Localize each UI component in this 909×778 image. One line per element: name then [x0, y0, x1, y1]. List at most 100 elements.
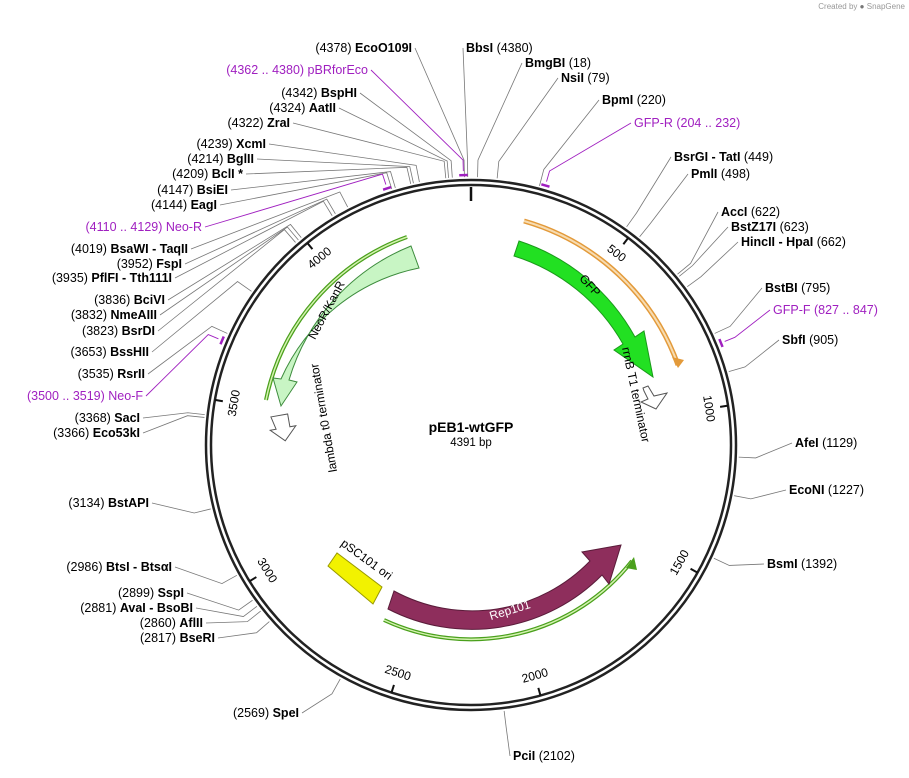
restriction-site-label[interactable]: EcoNI (1227): [789, 483, 864, 497]
site-name: AfeI: [795, 436, 822, 450]
restriction-site-label[interactable]: BsrGI - TatI (449): [674, 150, 773, 164]
site-name: NsiI: [561, 71, 587, 85]
restriction-site-label[interactable]: (3832) NmeAIII: [71, 308, 157, 322]
site-leader-line: [157, 229, 296, 332]
restriction-site-label[interactable]: BpmI (220): [602, 93, 666, 107]
psc101-ori-box: [327, 552, 383, 605]
restriction-site-label[interactable]: BsmI (1392): [767, 557, 837, 571]
ruler-tick: [214, 398, 224, 403]
restriction-site-label[interactable]: (4239) XcmI: [197, 137, 267, 151]
restriction-site-label[interactable]: (3368) SacI: [75, 411, 140, 425]
site-position: (3832): [71, 308, 111, 322]
site-position: (4144): [151, 198, 191, 212]
restriction-site-label[interactable]: (2860) AflII: [140, 616, 203, 630]
restriction-site-label[interactable]: (3366) Eco53kI: [53, 426, 140, 440]
site-leader-line: [724, 309, 771, 342]
restriction-site-label[interactable]: (2899) SspI: [118, 586, 184, 600]
site-leader-line: [414, 47, 465, 178]
site-position: (498): [721, 167, 750, 181]
site-position: (662): [817, 235, 846, 249]
site-name: BstBI: [765, 281, 801, 295]
site-name: BsmI: [767, 557, 801, 571]
restriction-site-label[interactable]: BmgBI (18): [525, 56, 591, 70]
site-position: (3836): [94, 293, 134, 307]
site-name: ZraI: [267, 116, 290, 130]
site-position: (1129): [822, 436, 857, 450]
restriction-site-label[interactable]: SbfI (905): [782, 333, 838, 347]
restriction-site-label[interactable]: (4342) BspHI: [281, 86, 357, 100]
site-position: (3653): [70, 345, 110, 359]
site-name: BspHI: [321, 86, 357, 100]
restriction-site-label[interactable]: (2881) AvaI - BsoBI: [80, 601, 193, 615]
site-position: (3368): [75, 411, 115, 425]
site-leader-line: [546, 122, 632, 182]
restriction-site-label[interactable]: PciI (2102): [513, 749, 575, 763]
restriction-site-label[interactable]: (2986) BtsI - BtsαI: [66, 560, 172, 574]
restriction-site-label[interactable]: (2569) SpeI: [233, 706, 299, 720]
site-position: (1227): [828, 483, 864, 497]
site-position: (3134): [68, 496, 108, 510]
restriction-site-label[interactable]: (4214) BglII: [187, 152, 254, 166]
primer-label[interactable]: GFP-F (827 .. 847): [773, 303, 878, 317]
restriction-site-label[interactable]: AccI (622): [721, 205, 780, 219]
restriction-site-label[interactable]: (4144) EagI: [151, 198, 217, 212]
site-name: PflFI - Tth111I: [91, 271, 172, 285]
restriction-site-label[interactable]: (3935) PflFI - Tth111I: [52, 271, 172, 285]
site-position: (4362 .. 4380): [226, 63, 307, 77]
restriction-site-label[interactable]: (3535) RsrII: [78, 367, 145, 381]
site-name: NmeAIII: [110, 308, 157, 322]
restriction-site-label[interactable]: BbsI (4380): [466, 41, 533, 55]
site-name: Eco53kI: [93, 426, 140, 440]
lambda-terminator-label: lambda t0 terminator: [307, 362, 340, 473]
site-position: (795): [801, 281, 830, 295]
restriction-site-label[interactable]: NsiI (79): [561, 71, 610, 85]
restriction-site-label[interactable]: (2817) BseRI: [140, 631, 215, 645]
site-name: SspI: [158, 586, 184, 600]
restriction-site-label[interactable]: (4322) ZraI: [227, 116, 290, 130]
restriction-site-label[interactable]: (3653) BssHII: [70, 345, 149, 359]
restriction-site-label[interactable]: (4209) BclI *: [172, 167, 243, 181]
site-name: SbfI: [782, 333, 809, 347]
ruler-tick: [306, 242, 314, 250]
site-leader-line: [292, 122, 447, 179]
ruler-tick: [622, 237, 629, 245]
restriction-site-label[interactable]: (3836) BciVI: [94, 293, 165, 307]
primer-label[interactable]: (4362 .. 4380) pBRforEco: [226, 63, 368, 77]
restriction-site-label[interactable]: BstBI (795): [765, 281, 830, 295]
ruler-tick: [390, 684, 395, 693]
site-position: (4322): [227, 116, 267, 130]
ruler-tick: [537, 687, 542, 696]
primer-label[interactable]: (3500 .. 3519) Neo-F: [27, 389, 143, 403]
site-leader-line: [186, 592, 253, 611]
site-leader-line: [147, 325, 228, 375]
site-leader-line: [713, 557, 765, 566]
restriction-site-label[interactable]: (3952) FspI: [117, 257, 182, 271]
restriction-site-label[interactable]: (4378) EcoO109I: [315, 41, 412, 55]
restriction-site-label[interactable]: (4019) BsaWI - TaqII: [71, 242, 188, 256]
site-name: BsrDI: [122, 324, 155, 338]
restriction-site-label[interactable]: (4147) BsiEI: [157, 183, 228, 197]
site-name: FspI: [156, 257, 182, 271]
site-name: XcmI: [236, 137, 266, 151]
site-name: BsaWI - TaqII: [110, 242, 188, 256]
restriction-site-label[interactable]: (3134) BstAPI: [68, 496, 149, 510]
restriction-site-label[interactable]: BstZ17I (623): [731, 220, 809, 234]
site-position: (4214): [187, 152, 227, 166]
primer-label[interactable]: (4110 .. 4129) Neo-R: [85, 220, 202, 234]
primer-label[interactable]: GFP-R (204 .. 232): [634, 116, 740, 130]
site-position: (2102): [539, 749, 575, 763]
restriction-site-label[interactable]: (4324) AatII: [269, 101, 336, 115]
restriction-site-label[interactable]: HincII - HpaI (662): [741, 235, 846, 249]
site-name: AvaI - BsoBI: [120, 601, 193, 615]
site-name: RsrII: [117, 367, 145, 381]
restriction-site-label[interactable]: PmlI (498): [691, 167, 750, 181]
site-name: SpeI: [273, 706, 299, 720]
site-name: AflII: [179, 616, 203, 630]
site-position: (4324): [269, 101, 309, 115]
site-leader-line: [159, 226, 299, 316]
site-leader-line: [190, 191, 349, 250]
site-position: (3500 .. 3519): [27, 389, 108, 403]
restriction-site-label[interactable]: AfeI (1129): [795, 436, 857, 450]
site-leader-line: [639, 173, 689, 237]
restriction-site-label[interactable]: (3823) BsrDI: [82, 324, 155, 338]
